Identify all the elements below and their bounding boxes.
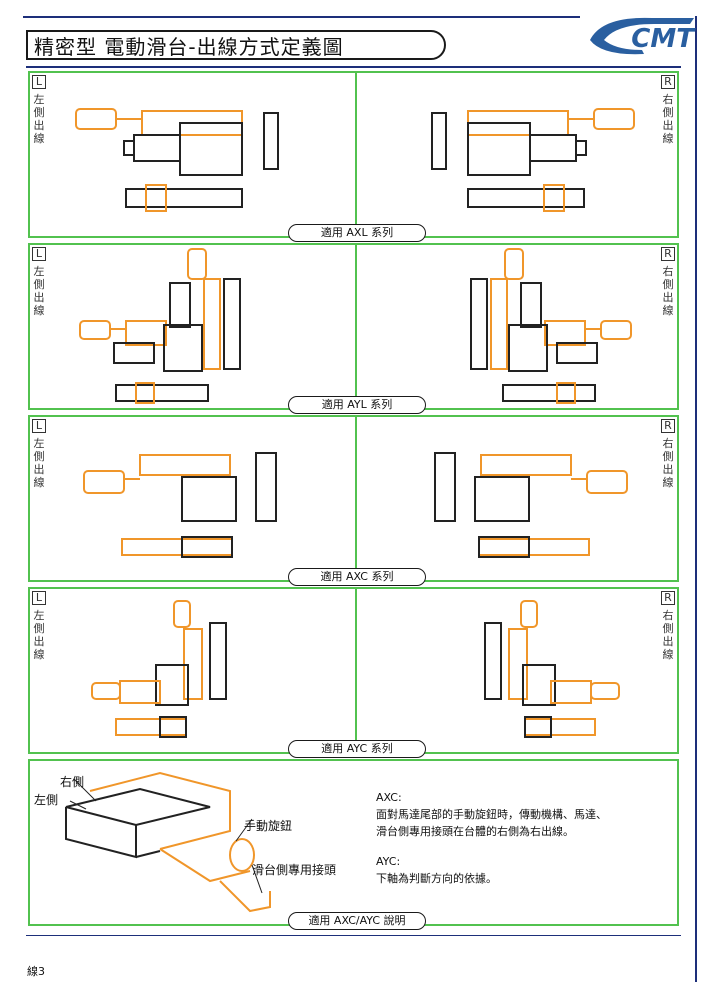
- right-text: 右側出線: [662, 437, 674, 489]
- right-text: 右側出線: [662, 265, 674, 317]
- page-title: 精密型 電動滑台-出線方式定義圖: [34, 34, 344, 59]
- page-number: 線3: [27, 965, 45, 978]
- header-rule: [26, 66, 681, 68]
- ayl-diagram: [79, 248, 632, 404]
- left-exit-tag: L 左側出線: [32, 419, 46, 489]
- axc-line1: 面對馬達尾部的手動旋鈕時，傳動機構、馬達、: [376, 808, 607, 821]
- right-letter: R: [661, 419, 675, 433]
- panel-axc: L 左側出線 R 右側出線 適用 AXC 系列: [28, 415, 679, 586]
- right-exit-tag: R 右側出線: [661, 75, 675, 145]
- knob-label: 手動旋鈕: [244, 819, 293, 833]
- axc-diagram: [83, 452, 628, 558]
- left-letter: L: [32, 419, 46, 433]
- top-rule: [23, 16, 580, 18]
- axc-line2: 滑台側專用接頭在台體的右側為右出線。: [376, 825, 574, 838]
- panel-caption: 適用 AXC/AYC 說明: [288, 912, 426, 930]
- left-text: 左側出線: [33, 93, 45, 145]
- axc-title: AXC:: [376, 791, 402, 804]
- page-frame: [23, 16, 697, 982]
- left-text: 左側出線: [33, 437, 45, 489]
- panel-caption: 適用 AXL 系列: [288, 224, 426, 242]
- axc-ayc-iso-diagram: [65, 771, 271, 913]
- panel-caption: 適用 AYL 系列: [288, 396, 426, 414]
- left-letter: L: [32, 247, 46, 261]
- panel-caption: 適用 AXC 系列: [288, 568, 426, 586]
- ayc-note: AYC: 下軸為判斷方向的依據。: [376, 853, 497, 887]
- panel-ayc: L 左側出線 R 右側出線 適用 AYC 系列: [28, 587, 679, 758]
- axl-diagram: [75, 108, 635, 212]
- ayc-line1: 下軸為判斷方向的依據。: [376, 872, 497, 885]
- left-letter: L: [32, 75, 46, 89]
- panel-divider: [355, 417, 357, 580]
- right-exit-tag: R 右側出線: [661, 247, 675, 317]
- right-side-label: 右側: [60, 775, 85, 789]
- left-text: 左側出線: [33, 609, 45, 661]
- panel-divider: [355, 589, 357, 752]
- right-exit-tag: R 右側出線: [661, 591, 675, 661]
- right-letter: R: [661, 75, 675, 89]
- panel-divider: [355, 245, 357, 408]
- left-exit-tag: L 左側出線: [32, 247, 46, 317]
- panel-divider: [355, 73, 357, 236]
- panel-ayl: L 左側出線 R 右側出線: [28, 243, 679, 414]
- left-side-label: 左側: [34, 793, 59, 807]
- ayc-diagram: [91, 600, 620, 738]
- panel-caption: 適用 AYC 系列: [288, 740, 426, 758]
- left-text: 左側出線: [33, 265, 45, 317]
- panel-axl: L 左側出線 R 右側出線 適用 AXL: [28, 71, 679, 242]
- title-box: 精密型 電動滑台-出線方式定義圖: [26, 30, 446, 60]
- right-exit-tag: R 右側出線: [661, 419, 675, 489]
- connector-label: 滑台側專用接頭: [252, 863, 337, 877]
- right-text: 右側出線: [662, 93, 674, 145]
- footer-rule: [26, 935, 681, 936]
- right-letter: R: [661, 591, 675, 605]
- logo-text: CMT: [631, 24, 694, 54]
- right-text: 右側出線: [662, 609, 674, 661]
- right-letter: R: [661, 247, 675, 261]
- axc-note: AXC: 面對馬達尾部的手動旋鈕時，傳動機構、馬達、 滑台側專用接頭在台體的右側…: [376, 789, 607, 840]
- left-exit-tag: L 左側出線: [32, 75, 46, 145]
- logo-swoosh-icon: [590, 17, 694, 55]
- company-logo: CMT: [582, 10, 700, 58]
- left-exit-tag: L 左側出線: [32, 591, 46, 661]
- panel-explanation: 右側 左側 手動旋鈕 滑台側專用接頭 AXC: 面對馬達尾部的手動旋鈕時，傳動機…: [28, 759, 679, 930]
- ayc-title: AYC:: [376, 855, 401, 868]
- left-letter: L: [32, 591, 46, 605]
